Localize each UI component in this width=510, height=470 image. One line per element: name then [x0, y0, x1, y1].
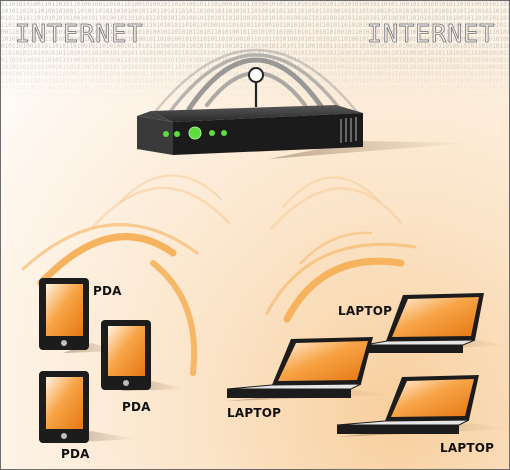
pda-icon	[39, 371, 136, 443]
pda-label: PDA	[61, 447, 90, 461]
pda-icon	[39, 278, 121, 353]
router-leds	[163, 126, 227, 140]
wireless-router-icon	[137, 67, 471, 159]
laptop-icon	[336, 375, 509, 437]
laptop-label: LAPTOP	[227, 406, 282, 420]
laptop-icon	[226, 337, 391, 401]
internet-label-right: INTERNET	[367, 19, 496, 49]
pda-label: PDA	[93, 284, 122, 298]
router-vents	[340, 117, 357, 143]
laptop-icon	[364, 293, 509, 353]
faint-signal-arcs	[91, 174, 403, 231]
pda-label: PDA	[122, 400, 151, 414]
laptop-label: LAPTOP	[338, 304, 393, 318]
internet-label-left: INTERNET	[15, 19, 144, 49]
laptop-label: LAPTOP	[440, 441, 495, 455]
pda-icon	[101, 320, 186, 391]
device-signal-arcs	[21, 223, 417, 376]
router-signal-waves	[149, 48, 363, 119]
